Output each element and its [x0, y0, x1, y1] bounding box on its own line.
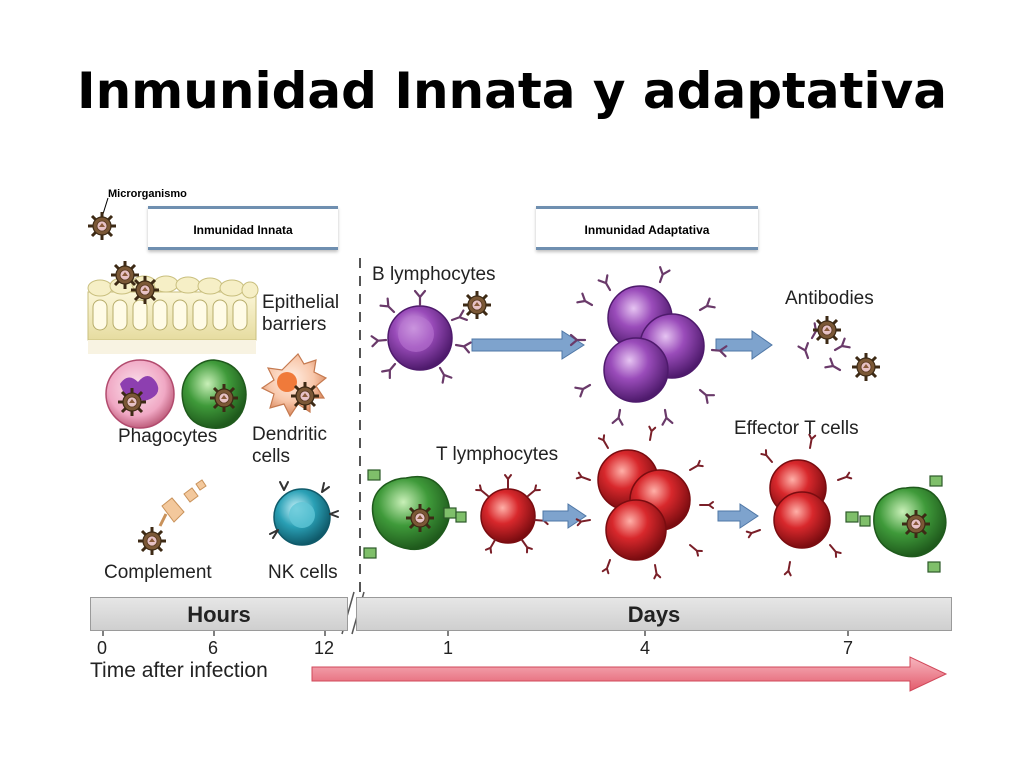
t-lymphocyte-icon — [475, 474, 550, 554]
infected-target-cell-icon — [873, 475, 947, 573]
tick-0: 0 — [97, 638, 108, 658]
b-cell-differentiation-arrow — [715, 330, 773, 360]
slide-title: Inmunidad Innata y adaptativa — [76, 62, 948, 120]
antigen-presenting-cell-icon — [363, 469, 467, 559]
neutrophil-icon — [105, 359, 175, 429]
tick-4: 4 — [640, 638, 651, 658]
dendritic-cell-icon — [260, 353, 328, 418]
tick-12: 12 — [314, 638, 335, 658]
antibodies-icon — [797, 314, 882, 383]
nk-cells-label: NK cells — [268, 562, 338, 583]
t-cell-clone-cluster — [575, 425, 714, 580]
phagocytes-label: Phagocytes — [118, 426, 218, 447]
epithelial-label-line2: barriers — [262, 314, 327, 335]
t-lymphocytes-label: T lymphocytes — [436, 444, 559, 465]
tick-6: 6 — [208, 638, 219, 658]
b-cell-expansion-arrow — [471, 330, 585, 360]
complement-icon — [136, 479, 207, 557]
b-lymphocyte-icon — [370, 289, 493, 384]
dendritic-label-line1: Dendritic — [252, 424, 327, 445]
b-lymphocytes-label: B lymphocytes — [372, 264, 496, 285]
adaptive-immunity-banner: Inmunidad Adaptativa — [536, 206, 758, 250]
dendritic-label-line2: cells — [252, 446, 291, 467]
innate-immunity-banner: Inmunidad Innata — [148, 206, 338, 250]
microbe-icon — [86, 210, 118, 242]
effector-t-cells-label: Effector T cells — [734, 418, 859, 439]
microorganism-label: Microrganismo — [108, 188, 187, 200]
complement-label: Complement — [104, 562, 212, 583]
tick-7: 7 — [843, 638, 854, 658]
t-cell-expansion-arrow — [542, 503, 587, 529]
tick-1: 1 — [443, 638, 454, 658]
innate-immunity-label: Inmunidad Innata — [193, 223, 293, 237]
hours-bar: Hours — [90, 597, 348, 631]
days-label: Days — [627, 602, 681, 627]
t-cell-differentiation-arrow — [717, 503, 759, 529]
nk-cell-icon — [269, 481, 339, 546]
time-arrow — [311, 656, 948, 692]
macrophage-icon — [181, 359, 247, 429]
effector-t-cells-icon — [745, 433, 871, 577]
days-bar: Days — [356, 597, 952, 631]
microorganism-pointer — [102, 197, 109, 215]
antibodies-label: Antibodies — [785, 288, 874, 309]
b-cell-clone-cluster — [569, 266, 728, 426]
adaptive-immunity-label: Inmunidad Adaptativa — [584, 223, 710, 237]
epithelial-label-line1: Epithelial — [262, 292, 340, 313]
hours-label: Hours — [187, 602, 251, 627]
epithelial-barrier-icon — [87, 259, 259, 354]
time-after-infection-label: Time after infection — [90, 659, 268, 682]
